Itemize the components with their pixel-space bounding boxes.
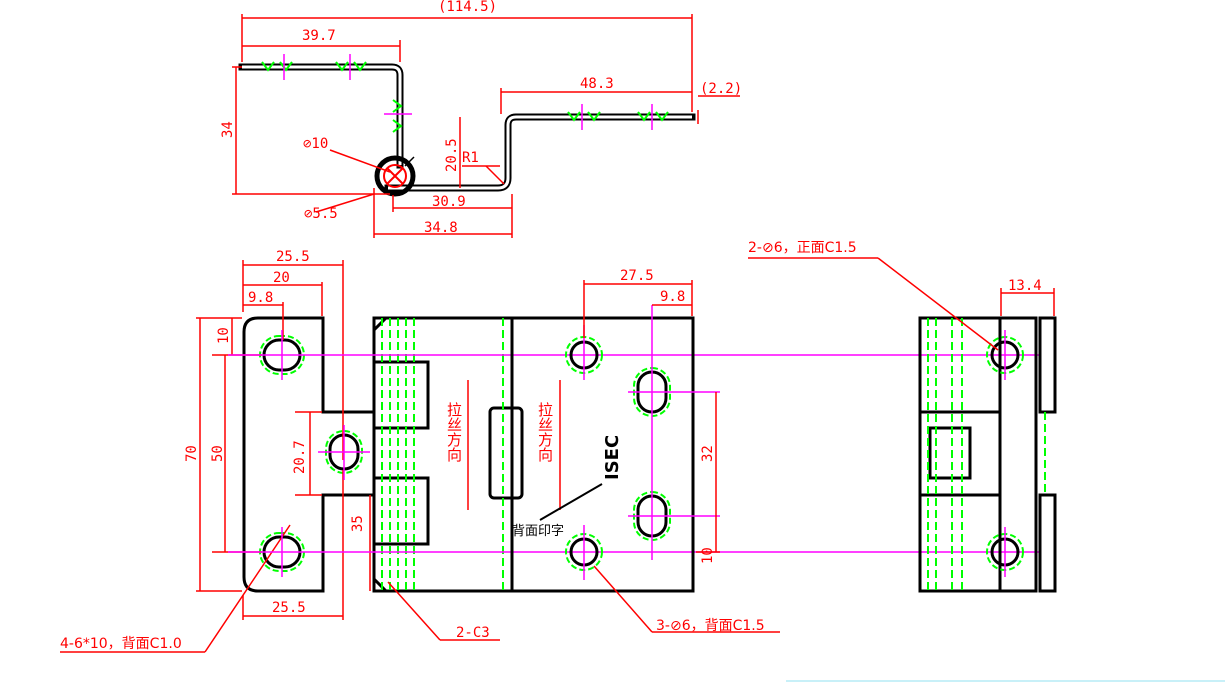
dim-slot-20-7: 20.7 bbox=[292, 440, 308, 474]
note-holes-back: 3-⊘6，背面C1.5 bbox=[656, 618, 765, 634]
dim-overall: (114.5) bbox=[438, 0, 497, 15]
dim-width-bottom: 25.5 bbox=[272, 600, 306, 616]
dim-bottom-dist: 34.8 bbox=[424, 220, 458, 236]
note-chamfer: 2-C3 bbox=[456, 625, 490, 641]
dim-left-flange: 39.7 bbox=[302, 28, 336, 44]
dim-pin-hole: ⊘10 bbox=[303, 136, 328, 152]
top-view: (114.5) 39.7 48.3 (2.2) 34 ⊘10 R1 20.5 3… bbox=[220, 0, 742, 238]
dim-right-flange: 48.3 bbox=[580, 76, 614, 92]
dim-bend-radius: R1 bbox=[462, 150, 479, 166]
brush-direction-right: 拉丝方向 bbox=[536, 402, 554, 462]
brush-direction-left: 拉丝方向 bbox=[445, 402, 463, 462]
left-leaf-outline bbox=[242, 316, 376, 593]
dim-small-hole: ⊘5.5 bbox=[304, 206, 338, 222]
dim-width-top: 25.5 bbox=[276, 249, 310, 265]
print-note: 背面印字 bbox=[512, 524, 564, 539]
dim-side-width: 13.4 bbox=[1008, 278, 1042, 294]
dim-edge-9-8-right: 9.8 bbox=[660, 289, 685, 305]
right-leaf-outline bbox=[510, 316, 695, 593]
dim-offset: 20.5 bbox=[444, 138, 460, 172]
dim-height-50: 50 bbox=[210, 445, 226, 462]
dim-thickness: (2.2) bbox=[700, 81, 742, 97]
dim-height-70: 70 bbox=[184, 445, 200, 462]
left-leaf: 25.5 20 9.8 70 50 10 20.7 35 25.5 4-6*10… bbox=[60, 249, 1040, 653]
dim-edge-9-8: 9.8 bbox=[248, 290, 273, 306]
note-slots: 4-6*10，背面C1.0 bbox=[60, 636, 182, 652]
top-profile bbox=[238, 63, 696, 192]
right-leaf: 27.5 9.8 32 10 拉丝方向 拉丝方向 ISEC 背面印字 3-⊘6，… bbox=[445, 268, 780, 634]
dim-edge-10: 10 bbox=[216, 327, 232, 344]
dim-edge-10-right: 10 bbox=[700, 547, 716, 564]
side-view: 13.4 2-⊘6，正面C1.5 bbox=[748, 240, 1057, 593]
dim-hole-dist: 27.5 bbox=[620, 268, 654, 284]
dim-width-20: 20 bbox=[273, 270, 290, 286]
note-holes-front: 2-⊘6，正面C1.5 bbox=[748, 240, 857, 256]
dim-dist-32: 32 bbox=[700, 445, 716, 462]
dim-width-35: 35 bbox=[350, 515, 366, 532]
pin-eye bbox=[374, 155, 416, 197]
brand-mark: ISEC bbox=[602, 435, 623, 480]
dim-center-dist: 30.9 bbox=[432, 194, 466, 210]
dim-height: 34 bbox=[220, 121, 236, 138]
